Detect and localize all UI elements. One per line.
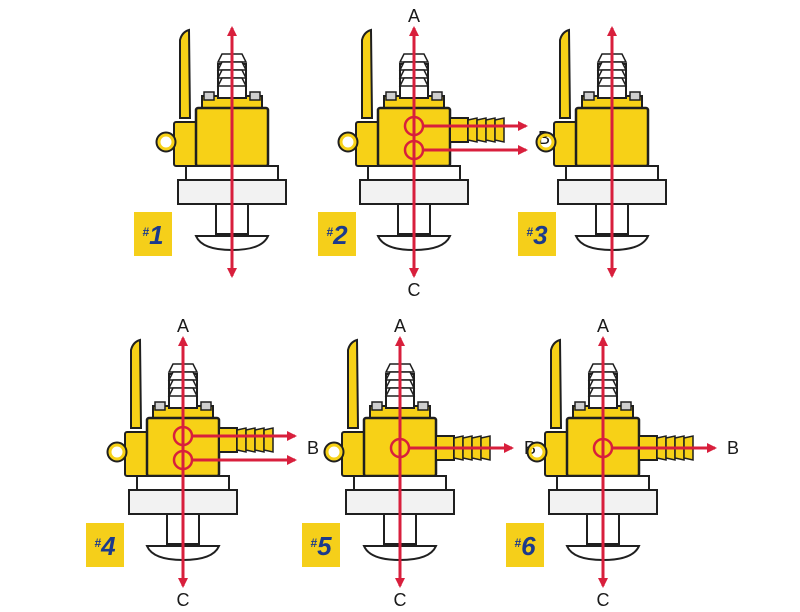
config-badge-text: #4 [94,531,116,561]
ring-pull [323,441,345,463]
cap-bolt-left [371,401,383,411]
side-port-barb [263,427,274,453]
badge-number: 4 [100,531,116,561]
port-label-a: A [597,316,609,336]
config-badge [318,212,356,256]
lever-handle [130,338,143,429]
ring-pull-inner [108,443,126,461]
side-port-barb [254,427,265,453]
port-label-c: C [177,590,190,610]
lever-handle [559,28,572,119]
port-label-c: C [394,590,407,610]
cap-bolt-right [200,401,212,411]
valve-3: #3 [518,26,667,278]
badge-hash: # [142,225,149,239]
badge-hash: # [526,225,533,239]
lever-handle [179,28,192,119]
badge-hash: # [94,536,101,550]
ring-pull [155,131,177,153]
ring-pull-inner [339,133,357,151]
valve-2: ABC#2 [318,6,550,300]
badge-number: 1 [149,220,163,250]
port-label-b: B [727,438,739,458]
cap-bolt-left [203,91,215,101]
port-label-c: C [408,280,421,300]
config-badge-text: #1 [142,220,163,250]
ring-pull [535,131,557,153]
config-badge-text: #5 [310,531,332,561]
cap-bolt-left [574,401,586,411]
side-port-barb [467,117,478,143]
cap-bolt-left [385,91,397,101]
cap-bolt-right [249,91,261,101]
ring-pull [526,441,548,463]
lever-handle [550,338,563,429]
lever-handle [347,338,360,429]
side-port-barb [245,427,256,453]
ring-pull-inner [157,133,175,151]
config-badge [86,523,124,567]
ring-pull [337,131,359,153]
ring-pull [106,441,128,463]
side-port-barb [476,117,487,143]
side-port-barb [236,427,247,453]
badge-number: 3 [533,220,548,250]
config-badge [506,523,544,567]
side-port-barb [494,117,505,143]
valve-5: A B C #5 [302,316,536,610]
config-badge-text: #3 [526,220,548,250]
cap-bolt-right [431,91,443,101]
side-port-collar [218,427,238,453]
badge-number: 5 [317,531,332,561]
side-port-collar [449,117,469,143]
port-label-a: A [408,6,420,26]
config-badge-text: #2 [326,220,348,250]
port-label-a: A [394,316,406,336]
badge-number: 6 [521,531,536,561]
badge-hash: # [310,536,317,550]
config-badge [302,523,340,567]
badge-number: 2 [332,220,348,250]
valve-6: A B C #6 [506,316,739,610]
cap-bolt-right [629,91,641,101]
lever-handle [361,28,374,119]
badge-hash: # [514,536,521,550]
port-label-b: B [307,438,319,458]
ring-pull-inner [537,133,555,151]
cap-bolt-right [620,401,632,411]
config-badge [134,212,172,256]
valve-1: #1 [134,26,287,278]
cap-bolt-left [154,401,166,411]
side-port-barb [485,117,496,143]
port-label-a: A [177,316,189,336]
config-badge [518,212,556,256]
valve-4: A B C #4 [86,316,319,610]
ring-pull-inner [325,443,343,461]
port-label-c: C [597,590,610,610]
cap-bolt-left [583,91,595,101]
config-badge-text: #6 [514,531,536,561]
badge-hash: # [326,225,333,239]
ring-pull-inner [528,443,546,461]
cap-bolt-right [417,401,429,411]
